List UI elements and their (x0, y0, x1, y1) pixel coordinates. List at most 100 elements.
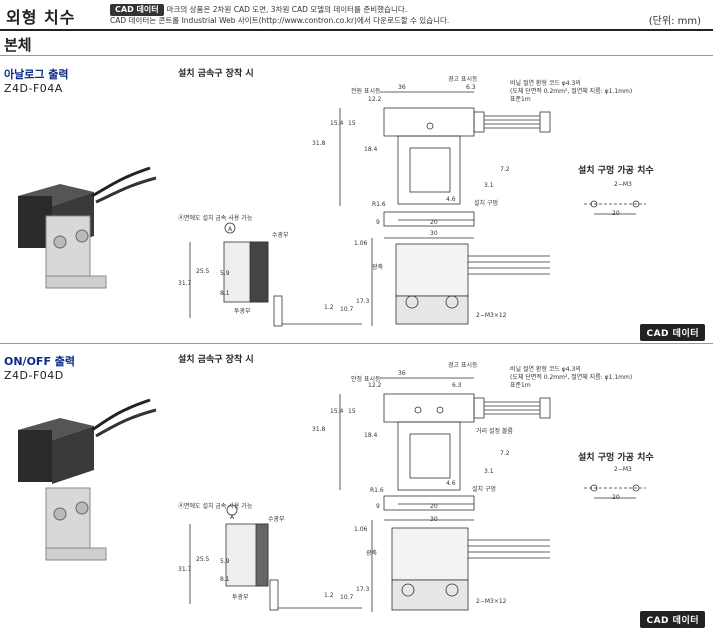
dim-15-4-1: 15.4 (330, 120, 344, 127)
emitter-label-1: 투광부 (234, 308, 251, 315)
dim-9-2: 9 (376, 503, 380, 510)
dim-1-06-2: 1.06 (354, 526, 368, 533)
hole-pattern-1 (584, 200, 646, 215)
variant-2-model: Z4D-F04D (4, 369, 64, 382)
page-title: 외형 치수 (6, 8, 76, 27)
dim-31-8-1: 31.8 (312, 140, 326, 147)
front-view-2 (189, 504, 362, 611)
dim-20-2: 20 (430, 503, 438, 510)
dim-1-2-2: 1.2 (324, 592, 334, 599)
a-mark-1: A (228, 226, 233, 233)
dim-25-5-2: 25.5 (196, 556, 210, 563)
cad-data-button-1[interactable]: CAD 데이터 (640, 324, 705, 341)
dim-15-4-2: 15.4 (330, 408, 344, 415)
screw-label-2: 2−M3×12 (476, 598, 507, 605)
variant-divider (0, 343, 713, 344)
hole-screw-label-1: 2−M3 (614, 181, 632, 188)
dim-12-2-1: 12.2 (368, 96, 382, 103)
a-mark-2: A (230, 514, 235, 521)
dim-8-1-2: 8.1 (220, 576, 230, 583)
dim-1-2-1: 1.2 (324, 304, 334, 311)
dim-4-6-1: 4.6 (446, 196, 456, 203)
indicator-label-2: 안정 표시등 (351, 376, 381, 383)
header-divider (0, 29, 713, 31)
dim-3-1-2: 3.1 (484, 468, 494, 475)
sensor-photo-1 (18, 166, 157, 289)
dim-7-2-2: 7.2 (500, 450, 510, 457)
variant-2-mount-title: 설치 금속구 장착 시 (178, 355, 254, 365)
emitter-label-2: 투광부 (232, 594, 249, 601)
dim-18-4-1: 18.4 (364, 146, 378, 153)
dim-17-3-2: 17.3 (356, 586, 370, 593)
dim-36-2: 36 (398, 370, 406, 377)
hole-dim-20-2: 20 (612, 494, 620, 501)
variant-1-mount-title: 설치 금속구 장착 시 (178, 69, 254, 79)
hole-title-1: 설치 구멍 가공 치수 (578, 166, 654, 176)
warning-indicator-label-1: 경고 표시등 (448, 76, 478, 83)
dim-5-9-2: 5.9 (220, 558, 230, 565)
warning-indicator-label-2: 경고 표시등 (448, 362, 478, 369)
mount-hole-label-2: 설치 구멍 (472, 486, 496, 493)
optical-axis-label-1: 광축 (372, 264, 384, 271)
dim-1-06-1: 1.06 (354, 240, 368, 247)
dim-9-1: 9 (376, 219, 380, 226)
dim-31-7-1: 31.7 (178, 280, 192, 287)
receiver-label-1: 수광부 (272, 232, 289, 239)
dim-8-1-1: 8.1 (220, 290, 230, 297)
variant-1-drawing (18, 91, 646, 327)
hole-dim-20-1: 20 (612, 210, 620, 217)
dim-10-7-1: 10.7 (340, 306, 354, 313)
optical-axis-label-2: 광축 (366, 550, 378, 557)
variant-1-model: Z4D-F04A (4, 82, 63, 95)
cad-badge: CAD 데이터 (110, 4, 164, 16)
side-view-1 (371, 238, 550, 326)
dim-r1-6-1: R1.6 (372, 201, 386, 208)
side-view-2 (371, 520, 550, 612)
dim-31-7-2: 31.7 (178, 566, 192, 573)
unit-label: (단위: mm) (648, 16, 701, 27)
cable-note-b-1: (도체 단면적 0.2mm², 절연체 지름: φ1.1mm) (510, 88, 633, 95)
notice-line-1: 마크의 상품은 2차원 CAD 도면, 3차원 CAD 모델의 데이터를 준비했… (166, 5, 408, 14)
dim-36-1: 36 (398, 84, 406, 91)
variant-2-name: ON/OFF 출력 (4, 355, 76, 368)
hole-screw-label-2: 2−M3 (614, 466, 632, 473)
dim-20-1: 20 (430, 219, 438, 226)
dim-18-4-2: 18.4 (364, 432, 378, 439)
cad-data-button-2[interactable]: CAD 데이터 (640, 611, 705, 628)
dim-25-5-1: 25.5 (196, 268, 210, 275)
dim-6-3-1: 6.3 (466, 84, 476, 91)
dim-15-1: 15 (348, 120, 356, 127)
indicator-label-1: 전원 표시등 (351, 88, 381, 95)
receiver-label-2: 수광부 (268, 516, 285, 523)
hole-pattern-2 (584, 484, 646, 499)
dim-31-8-2: 31.8 (312, 426, 326, 433)
mount-hole-label-1: 설치 구멍 (474, 200, 498, 207)
screw-label-1: 2−M3×12 (476, 312, 507, 319)
cable-note-b-2: (도체 단면적 0.2mm², 절연체 지름: φ1.1mm) (510, 374, 633, 381)
dim-6-3-2: 6.3 (452, 382, 462, 389)
dim-7-2-1: 7.2 (500, 166, 510, 173)
top-view-1 (339, 91, 551, 239)
section-title: 본체 (4, 36, 32, 54)
dim-10-7-2: 10.7 (340, 594, 354, 601)
distance-volume-label-2: 거리 설정 볼륨 (476, 428, 513, 435)
hole-title-2: 설치 구멍 가공 치수 (578, 453, 654, 463)
dim-15-2: 15 (348, 408, 356, 415)
cable-note-a-2: 비닐 절연 환형 코드 φ4.3의 (510, 366, 581, 373)
cable-note-a-1: 비닐 절연 환형 코드 φ4.3의 (510, 80, 581, 87)
dim-30-1: 30 (430, 230, 438, 237)
dim-30-2: 30 (430, 516, 438, 523)
top-view-2 (339, 377, 551, 521)
dim-12-2-2: 12.2 (368, 382, 382, 389)
section-divider (0, 55, 713, 56)
dim-5-9-1: 5.9 (220, 270, 230, 277)
cable-note-c-1: 표준1m (510, 96, 531, 103)
dim-3-1-1: 3.1 (484, 182, 494, 189)
dim-17-3-1: 17.3 (356, 298, 370, 305)
front-view-1 (189, 222, 362, 327)
a-side-note-2: Ⓐ면에도 설치 금속 사용 가능 (178, 503, 253, 510)
dim-r1-6-2: R1.6 (370, 487, 384, 494)
dim-4-6-2: 4.6 (446, 480, 456, 487)
variant-2-drawing (18, 377, 646, 612)
